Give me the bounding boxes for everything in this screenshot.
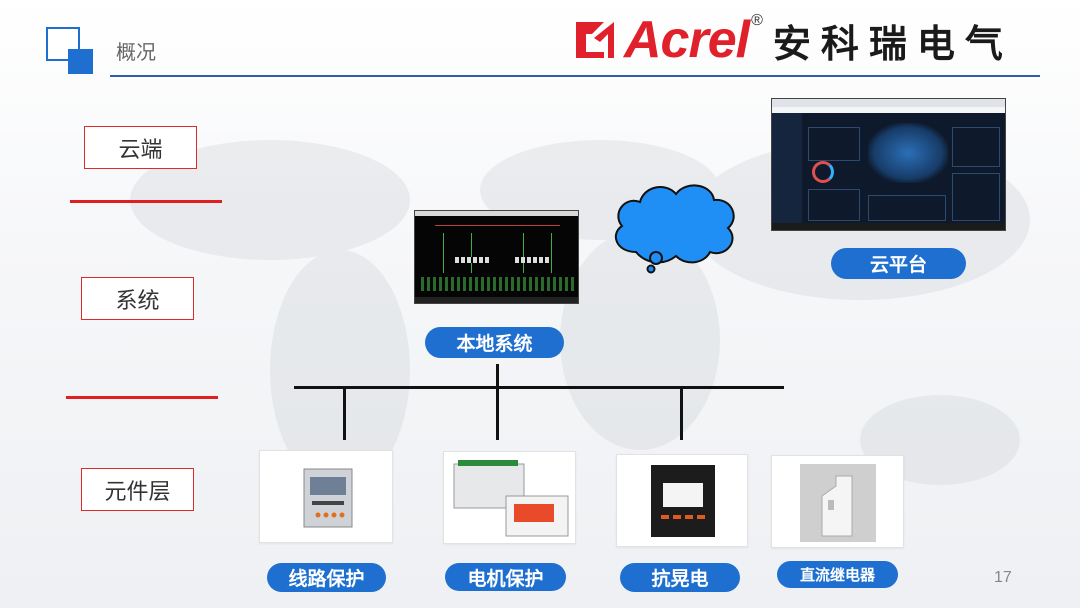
layer-divider-system: [66, 396, 218, 399]
anti-sag-device-icon: [651, 465, 715, 537]
device-card-line-protection: [259, 450, 393, 543]
layer-label-component: 元件层: [81, 468, 194, 511]
page-number: 17: [994, 569, 1012, 586]
dc-relay-device-icon: [800, 464, 876, 542]
line-protection-device-icon: [303, 468, 353, 528]
page-title: 概况: [116, 40, 156, 64]
layer-label-system: 系统: [81, 277, 194, 320]
device-label-anti-sag: 抗晃电: [620, 563, 740, 592]
brand-logo: Acrel ® 安科瑞电气: [574, 10, 1013, 70]
slide-logo-mark-icon: [46, 27, 93, 74]
drop-line-3: [680, 386, 683, 440]
brand-mark-icon: [576, 22, 614, 58]
layer-label-cloud: 云端: [84, 126, 197, 169]
cloud-platform-screenshot: [771, 98, 1006, 231]
cloud-platform-label: 云平台: [831, 248, 966, 279]
device-bus-line: [294, 386, 784, 389]
local-system-screenshot: [414, 210, 579, 304]
device-card-dc-relay: [771, 455, 904, 548]
brand-chinese-name: 安科瑞电气: [772, 21, 1013, 66]
device-label-line-protection: 线路保护: [267, 563, 386, 592]
drop-line-1: [343, 386, 346, 440]
system-trunk-line: [496, 364, 499, 440]
layer-divider-cloud: [70, 200, 222, 203]
device-card-anti-sag: [616, 454, 748, 547]
header-divider: [110, 75, 1040, 77]
cloud-icon: [614, 184, 735, 274]
device-label-motor-protection: 电机保护: [445, 563, 566, 591]
device-card-motor-protection: [443, 451, 576, 544]
brand-registered-mark: ®: [751, 12, 763, 29]
motor-protection-device-icon: [453, 460, 569, 537]
local-system-label: 本地系统: [425, 327, 564, 358]
device-label-dc-relay: 直流继电器: [777, 561, 898, 588]
brand-name: Acrel: [624, 11, 750, 69]
